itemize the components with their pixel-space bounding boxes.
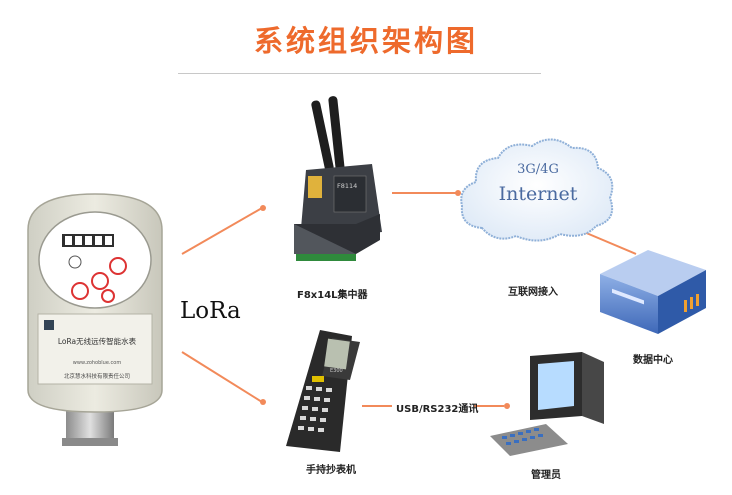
title-divider xyxy=(178,73,541,74)
lora-label: LoRa xyxy=(180,298,241,324)
internet-cloud xyxy=(460,138,614,242)
admin-workstation xyxy=(490,352,604,456)
concentrator-caption: F8x14L集中器 xyxy=(297,290,368,301)
page-title: 系统组织架构图 xyxy=(253,24,478,58)
concentrator-device-text: F8114 xyxy=(337,182,358,190)
water-meter-device xyxy=(27,193,163,446)
meter-website: www.zohoblue.com xyxy=(72,360,122,366)
handheld-terminal xyxy=(286,330,360,452)
link-meter-handheld xyxy=(181,351,263,403)
datacenter-server xyxy=(600,250,706,334)
handheld-caption: 手持抄表机 xyxy=(306,465,356,476)
cloud-line2: Internet xyxy=(498,183,578,205)
usb-link-label: USB/RS232通讯 xyxy=(396,404,479,415)
concentrator-device xyxy=(294,96,382,261)
internet-caption: 互联网接入 xyxy=(508,287,558,298)
link-internet-datacenter xyxy=(583,231,637,255)
handheld-device-text: E300 xyxy=(330,368,343,374)
link-meter-concentrator xyxy=(181,207,263,255)
cloud-line1: 3G/4G xyxy=(517,162,559,177)
datacenter-caption: 数据中心 xyxy=(633,355,673,366)
connector-lines xyxy=(181,190,637,409)
meter-maker: 北京慧水科技有限责任公司 xyxy=(63,374,130,380)
meter-label-line: LoRa无线远传智能水表 xyxy=(57,337,137,346)
admin-caption: 管理员 xyxy=(531,470,561,481)
